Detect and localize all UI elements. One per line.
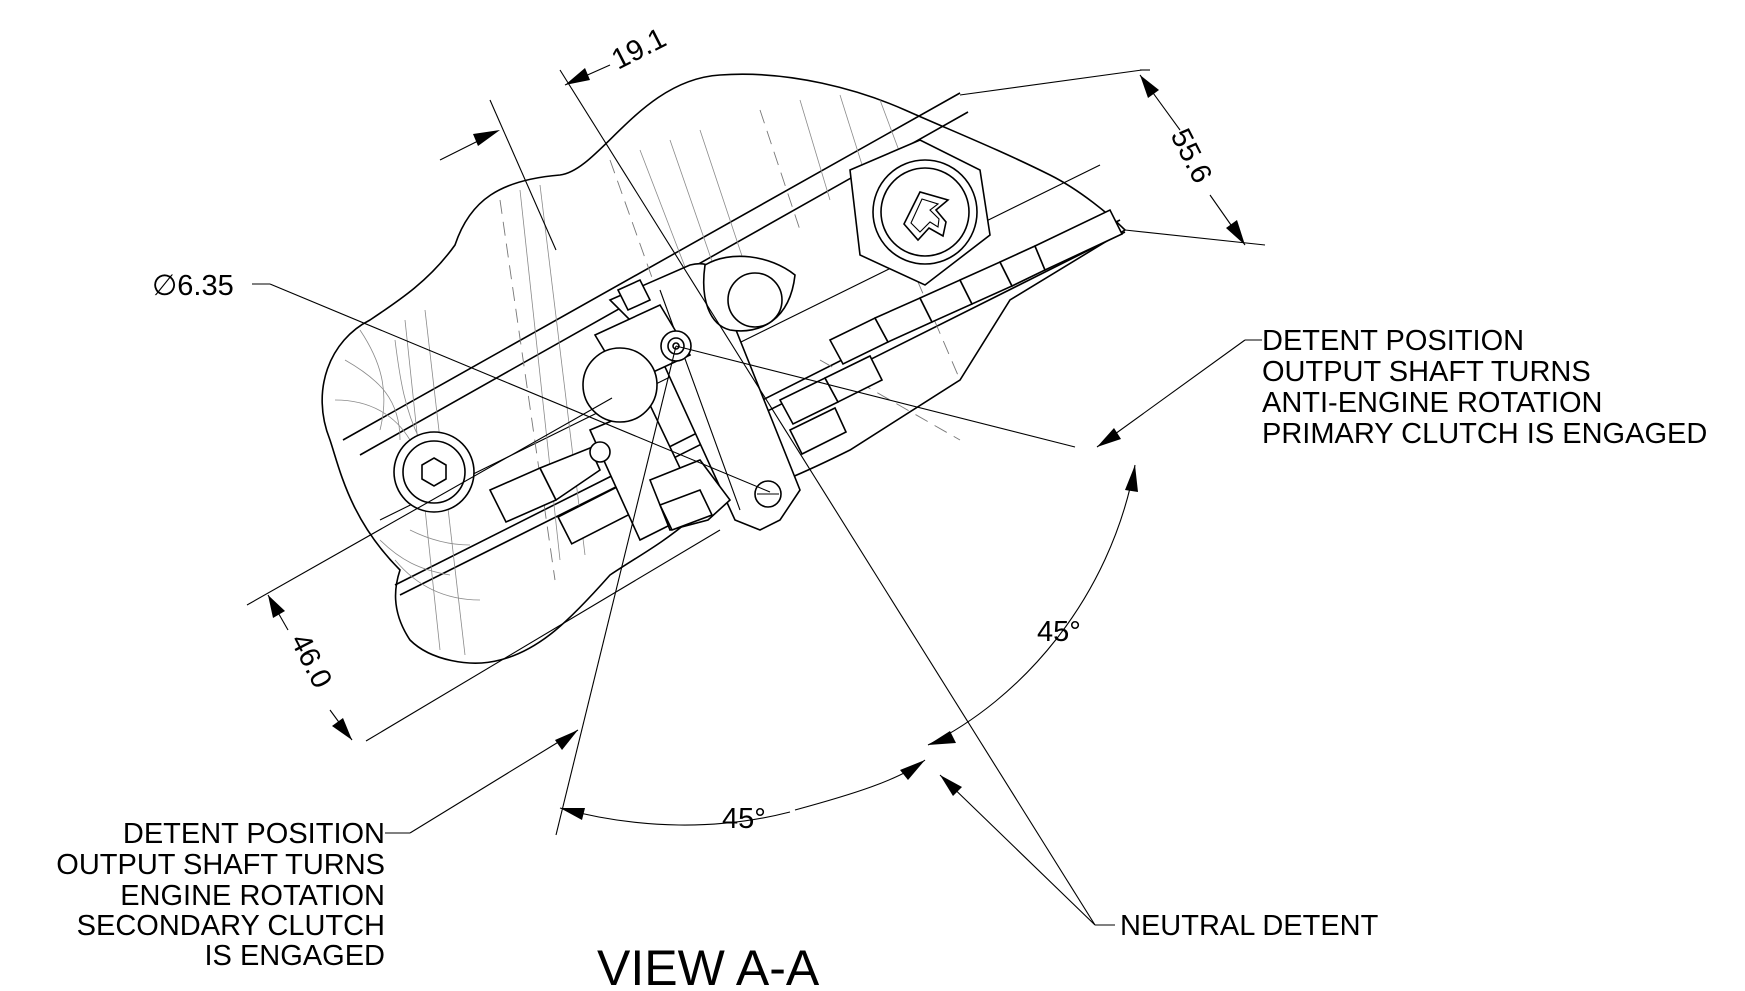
dim-46-0-label: 46.0 (284, 629, 338, 694)
dim-6-35-leader (252, 283, 771, 493)
detent-roller (754, 480, 782, 508)
dim-19-1 (439, 64, 611, 251)
center-teeth (778, 354, 884, 456)
logo-arrow-icon (903, 191, 950, 242)
view-title: VIEW A-A (597, 940, 820, 991)
small-disk (582, 347, 658, 423)
primary-note-line-3: ANTI-ENGINE ROTATION (1262, 387, 1602, 419)
top-right-plug (849, 139, 991, 286)
secondary-note-line-2: OUTPUT SHAFT TURNS (56, 849, 385, 881)
primary-note-line-2: OUTPUT SHAFT TURNS (1262, 356, 1591, 388)
angle-lower-arc (559, 759, 926, 826)
dim-6-35-label: ∅6.35 (152, 270, 234, 302)
dim-55-6 (959, 69, 1266, 246)
dim-55-6-label: 55.6 (1164, 124, 1218, 189)
neutral-note-leader (939, 774, 1115, 926)
bottom-nut (648, 459, 732, 532)
primary-note-line-4: PRIMARY CLUTCH IS ENGAGED (1262, 418, 1707, 450)
primary-note-leader (1096, 339, 1262, 448)
secondary-note-line-1: DETENT POSITION (123, 818, 385, 850)
primary-centerline (675, 345, 1076, 448)
secondary-note-line-4: SECONDARY CLUTCH (77, 910, 385, 942)
right-teeth (828, 208, 1124, 366)
left-cap-screw (393, 431, 475, 513)
dim-19-1-label: 19.1 (607, 22, 672, 76)
angle-upper-arc (927, 464, 1138, 746)
angle-upper-label: 45° (1037, 616, 1081, 648)
neutral-centerline (559, 69, 1096, 926)
angle-lower-label: 45° (722, 803, 766, 835)
neutral-note-label: NEUTRAL DETENT (1120, 910, 1379, 942)
secondary-centerline (555, 345, 677, 836)
secondary-note-leader (385, 729, 579, 834)
section-hairlines (334, 94, 911, 656)
secondary-note-line-3: ENGINE ROTATION (120, 880, 385, 912)
primary-note-line-1: DETENT POSITION (1262, 325, 1524, 357)
dim-46-0 (246, 397, 721, 742)
secondary-note-line-5: IS ENGAGED (205, 940, 386, 972)
